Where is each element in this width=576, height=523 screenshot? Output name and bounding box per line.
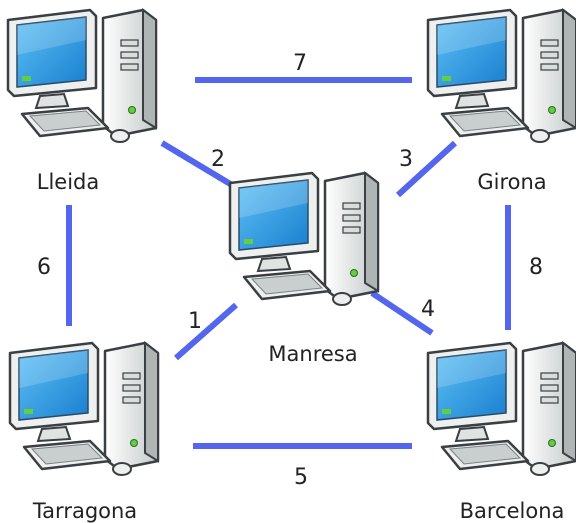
edge-weight-label: 8 <box>529 255 543 280</box>
tarragona-computer-icon <box>8 341 160 477</box>
girona-computer-icon <box>426 8 576 144</box>
edge-weight-label: 6 <box>37 255 51 280</box>
edge-weight-label: 5 <box>294 465 308 490</box>
node-label-lleida: Lleida <box>37 170 100 194</box>
edge-weight-label: 7 <box>293 51 307 76</box>
lleida-computer-icon <box>6 8 158 144</box>
barcelona-computer-icon <box>426 341 576 477</box>
edges-layer <box>66 77 511 449</box>
node-label-manresa: Manresa <box>268 342 357 366</box>
node-label-barcelona: Barcelona <box>460 499 565 523</box>
edge-weight-label: 4 <box>421 297 435 322</box>
manresa-computer-icon <box>228 171 380 307</box>
edge-girona-manresa <box>395 140 458 198</box>
node-label-girona: Girona <box>477 170 546 194</box>
node-label-tarragona: Tarragona <box>32 499 137 523</box>
edge-tarragona-manresa <box>174 302 238 361</box>
edge-weight-label: 2 <box>211 147 225 172</box>
edge-weight-label: 1 <box>188 309 202 334</box>
edge-weight-label: 3 <box>399 147 413 172</box>
edge-manresa-barcelona <box>370 290 434 336</box>
edge-lleida-manresa <box>160 140 234 188</box>
